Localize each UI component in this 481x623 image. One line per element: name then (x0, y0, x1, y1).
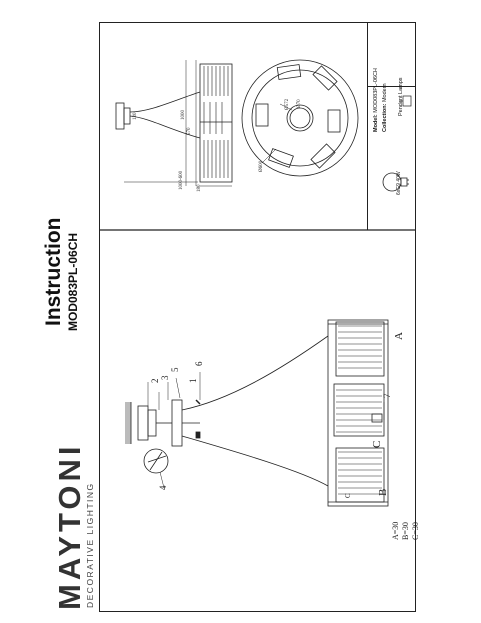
part-label-7: 7 (382, 393, 392, 398)
spec-panel (367, 22, 416, 230)
part-label-1: 1 (188, 379, 198, 384)
plan-view-drawing (241, 59, 359, 177)
letter-a: A (393, 332, 405, 340)
letter-c2: C (344, 493, 352, 498)
dim-h-overall: 1000-600 (179, 170, 184, 190)
part-label-2: 2 (150, 379, 160, 384)
dim-w1: 1000 (181, 110, 186, 121)
letter-b: B (377, 489, 389, 496)
document-frame (99, 22, 416, 612)
dim-legend-c: C=30 (411, 522, 420, 540)
dim-h2: 180 (197, 184, 202, 192)
dim-w2: 120 (133, 112, 138, 120)
part-label-6: 6 (194, 361, 204, 366)
dim-legend-b: B=30 (401, 522, 410, 540)
dim-h1: 570 (187, 127, 192, 135)
dim-d1: Ø572 (285, 98, 290, 110)
part-label-5: 5 (170, 367, 180, 372)
side-view-drawing (115, 60, 233, 187)
dim-d3: Ø70 (297, 99, 302, 108)
spec-divider (367, 86, 416, 87)
part-label-3: 3 (160, 375, 170, 380)
assembly-drawing (125, 319, 389, 507)
bulb-icon (382, 172, 409, 192)
pendant-icon (399, 95, 412, 107)
letter-c1: C (371, 441, 383, 448)
dim-legend-a: A=30 (391, 522, 400, 540)
dim-d2: Ø600 (259, 160, 264, 172)
part-label-4: 4 (158, 485, 168, 490)
